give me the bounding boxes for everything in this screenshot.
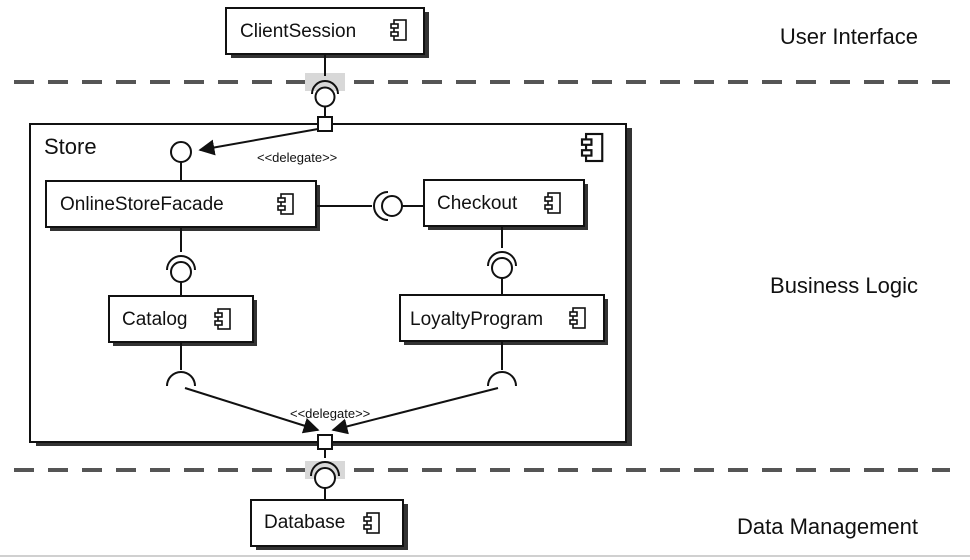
facade-checkout-socket [373, 191, 389, 221]
component-icon [363, 512, 380, 534]
component-loyalty-program[interactable]: LoyaltyProgram [399, 294, 608, 345]
component-icon [390, 19, 407, 41]
checkout-label: Checkout [437, 193, 518, 214]
database-required-socket [310, 461, 340, 477]
catalog-provided-interface [170, 261, 192, 283]
facade-provided-interface [170, 141, 192, 163]
store-port-bottom [317, 434, 333, 450]
delegate-label-top: <<delegate>> [257, 150, 337, 165]
store-label: Store [44, 134, 97, 159]
component-online-store-facade[interactable]: OnlineStoreFacade [45, 180, 320, 231]
layer-label-data-management: Data Management [737, 514, 918, 539]
facade-catalog-socket [166, 255, 196, 271]
provided-interface-lollipop [314, 86, 336, 108]
component-icon [277, 193, 294, 215]
loyalty-provided-interface [491, 257, 513, 279]
loyalty-required-socket [487, 371, 517, 387]
layer-label-business-logic: Business Logic [770, 273, 918, 298]
catalog-required-socket [166, 371, 196, 387]
required-interface-socket [311, 80, 339, 95]
catalog-label: Catalog [122, 309, 188, 330]
checkout-loyalty-socket [487, 251, 517, 267]
component-icon [569, 307, 586, 329]
store-port-top [317, 116, 333, 132]
delegate-arrow-bottom-right [331, 387, 499, 435]
checkout-provided-interface [381, 195, 403, 217]
component-icon [544, 192, 561, 214]
delegate-arrow-bottom-left [184, 387, 320, 434]
layer-label-user-interface: User Interface [780, 24, 918, 49]
delegate-arrow-top [198, 128, 319, 156]
delegate-label-bottom: <<delegate>> [290, 406, 370, 421]
component-database[interactable]: Database [250, 499, 408, 550]
loyalty-program-label: LoyaltyProgram [410, 309, 543, 330]
store-container: Store [29, 123, 632, 446]
component-checkout[interactable]: Checkout [423, 179, 588, 230]
database-label: Database [264, 512, 345, 533]
online-store-facade-label: OnlineStoreFacade [60, 194, 224, 215]
component-catalog[interactable]: Catalog [108, 295, 257, 346]
client-session-label: ClientSession [240, 21, 356, 42]
store-component-icon [580, 132, 604, 163]
database-provided-interface [314, 467, 336, 489]
component-icon [214, 308, 231, 330]
component-client-session[interactable]: ClientSession [225, 7, 429, 58]
